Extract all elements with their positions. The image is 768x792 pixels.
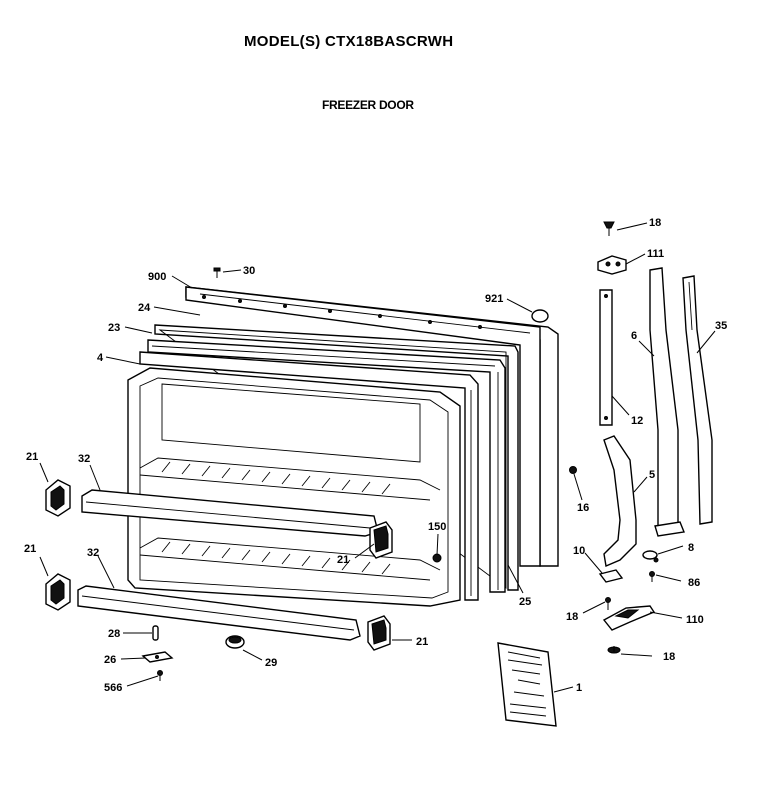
- left-end-cap-lower: [45, 573, 71, 611]
- breaker-strip: [139, 351, 479, 601]
- callout-32: 32: [87, 547, 99, 559]
- callout-8: 8: [688, 542, 694, 554]
- callout-18: 18: [566, 611, 578, 623]
- callout-21: 21: [416, 636, 428, 648]
- screw-86: [649, 571, 655, 582]
- inner-door-liner: [127, 367, 461, 607]
- callout-1: 1: [576, 682, 582, 694]
- callout-35: 35: [715, 320, 727, 332]
- right-end-cap-lower: [367, 615, 391, 651]
- callout-28: 28: [108, 628, 120, 640]
- callout-21: 21: [24, 543, 36, 555]
- callout-12: 12: [631, 415, 643, 427]
- callout-21: 21: [26, 451, 38, 463]
- instruction-card: [497, 642, 557, 727]
- callout-111: 111: [647, 248, 664, 260]
- callout-10: 10: [573, 545, 585, 557]
- screw-16: [569, 466, 577, 474]
- plug-150: [432, 553, 442, 563]
- screw-18-bottom: [607, 646, 621, 654]
- hinge-pin-8: [642, 550, 659, 563]
- callout-32: 32: [78, 453, 90, 465]
- callout-16: 16: [577, 502, 589, 514]
- bottom-hinge-110: [602, 605, 656, 631]
- hinge-bar-12: [599, 289, 613, 426]
- callout-6: 6: [631, 330, 637, 342]
- callout-30: 30: [243, 265, 255, 277]
- hinge-cover-5: [603, 435, 637, 567]
- callout-86: 86: [688, 577, 700, 589]
- callout-21: 21: [337, 554, 349, 566]
- section-title: FREEZER DOOR: [322, 98, 414, 112]
- door-liner-frame: [147, 339, 506, 593]
- outer-door-panel: [185, 286, 559, 567]
- plug-29: [225, 635, 245, 649]
- leader-lines: [39, 222, 716, 693]
- callout-921: 921: [485, 293, 503, 305]
- hinge-cap-111: [597, 255, 627, 275]
- door-seal-35: [682, 275, 713, 525]
- callout-110: 110: [686, 614, 704, 626]
- bracket-26: [141, 651, 174, 663]
- callout-150: 150: [428, 521, 446, 533]
- callout-24: 24: [138, 302, 151, 314]
- callout-18: 18: [663, 651, 675, 663]
- callout-566: 566: [104, 682, 122, 694]
- lower-shelf-bar: [77, 585, 361, 641]
- right-end-cap-upper: [369, 521, 393, 559]
- plug-921: [531, 309, 549, 323]
- callout-5: 5: [649, 469, 655, 481]
- model-title: MODEL(S) CTX18BASCRWH: [244, 33, 454, 50]
- callout-23: 23: [108, 322, 120, 334]
- pin-28: [152, 625, 159, 641]
- screw-18-mid: [605, 597, 611, 610]
- callout-900: 900: [148, 271, 166, 283]
- callout-4: 4: [97, 352, 104, 364]
- callout-26: 26: [104, 654, 116, 666]
- screw-566: [157, 670, 163, 681]
- callout-18: 18: [649, 217, 661, 229]
- screw-18-top: [603, 221, 615, 236]
- left-end-cap-upper: [45, 479, 71, 517]
- hinge-support-6: [649, 267, 685, 537]
- bracket-10: [598, 569, 624, 583]
- callout-25: 25: [519, 596, 531, 608]
- screw-30: [213, 267, 221, 278]
- callout-29: 29: [265, 657, 277, 669]
